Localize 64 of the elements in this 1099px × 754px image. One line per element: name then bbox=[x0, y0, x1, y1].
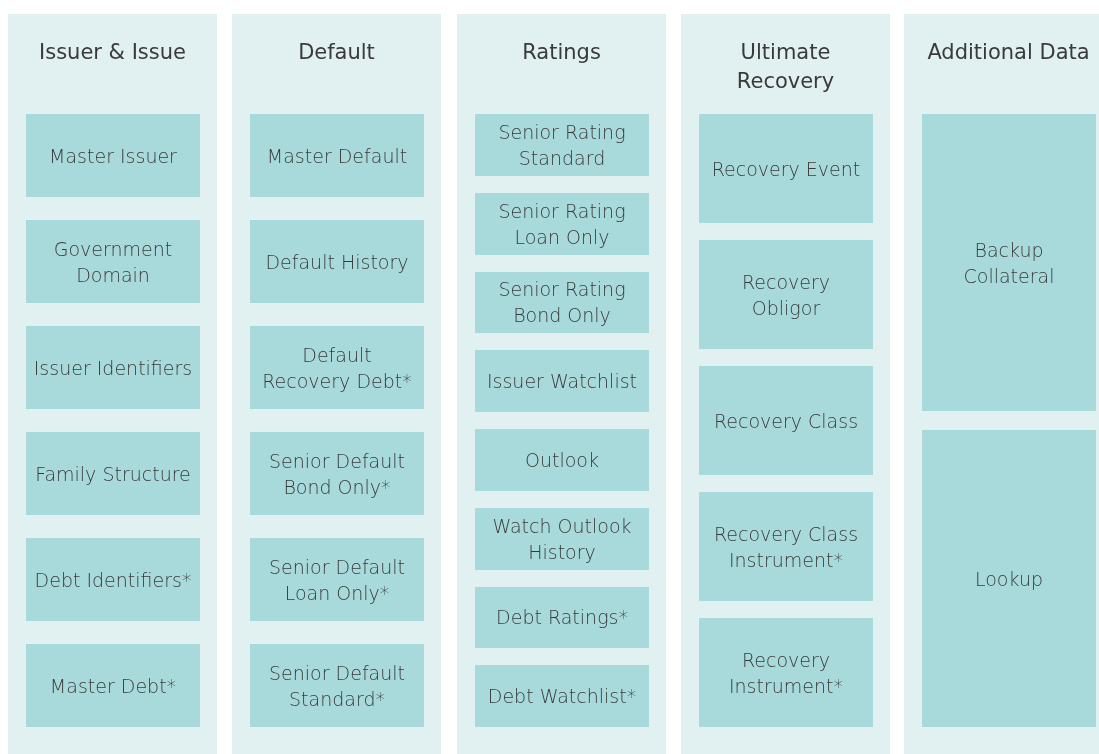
box-label: Master Debt* bbox=[48, 673, 178, 699]
box-label: Debt Identifiers* bbox=[33, 567, 193, 593]
box-label: Watch Outlook History bbox=[491, 513, 633, 565]
box-label: Senior Rating Loan Only bbox=[497, 198, 627, 250]
table-box bbox=[250, 114, 424, 197]
box-label: Government Domain bbox=[52, 236, 174, 288]
table-box bbox=[699, 114, 873, 223]
box-label: Issuer Watchlist bbox=[485, 369, 638, 395]
table-box bbox=[699, 492, 873, 601]
table-box bbox=[475, 665, 649, 727]
box-label: Debt Ratings* bbox=[495, 605, 629, 631]
table-box bbox=[475, 271, 649, 334]
table-box bbox=[699, 366, 873, 475]
table-box bbox=[26, 114, 200, 197]
table-box bbox=[26, 432, 200, 515]
box-label: Family Structure bbox=[34, 461, 192, 487]
table-box bbox=[250, 432, 424, 515]
column-panel bbox=[8, 14, 217, 754]
column-title: Issuer & Issue bbox=[38, 39, 187, 66]
column-title: Ultimate Recovery bbox=[735, 39, 836, 95]
table-box bbox=[475, 114, 649, 176]
table-box bbox=[26, 538, 200, 621]
box-label: Debt Watchlist* bbox=[486, 684, 638, 710]
box-label: Lookup bbox=[974, 566, 1044, 592]
box-label: Senior Rating Standard bbox=[497, 119, 627, 171]
table-box bbox=[699, 618, 873, 727]
table-box bbox=[475, 350, 649, 412]
box-label: Senior Rating Bond Only bbox=[497, 277, 627, 329]
box-label: Master Issuer bbox=[48, 143, 178, 169]
box-label: Senior Default Loan Only* bbox=[268, 554, 406, 606]
table-box bbox=[475, 429, 649, 491]
box-label: Senior Default Bond Only* bbox=[268, 448, 406, 500]
table-box bbox=[475, 192, 649, 255]
table-box bbox=[475, 586, 649, 649]
box-label: Recovery Event bbox=[710, 156, 862, 182]
column-title: Additional Data bbox=[926, 39, 1091, 66]
table-box bbox=[475, 507, 649, 570]
box-label: Recovery Class Instrument* bbox=[712, 521, 860, 573]
box-label: Default Recovery Debt* bbox=[261, 342, 413, 394]
box-label: Recovery Obligor bbox=[740, 269, 832, 321]
column-panel bbox=[904, 14, 1099, 754]
column-panel bbox=[232, 14, 441, 754]
box-label: Recovery Class bbox=[712, 408, 860, 434]
column-title: Default bbox=[297, 39, 376, 66]
table-box bbox=[250, 220, 424, 303]
table-box bbox=[26, 220, 200, 303]
table-box bbox=[250, 644, 424, 727]
column-title: Ratings bbox=[521, 39, 602, 66]
table-box bbox=[26, 326, 200, 409]
box-label: Backup Collateral bbox=[962, 237, 1056, 289]
table-box bbox=[922, 114, 1096, 411]
table-box bbox=[250, 538, 424, 621]
table-box bbox=[699, 240, 873, 349]
box-label: Default History bbox=[264, 249, 410, 275]
box-label: Recovery Instrument* bbox=[727, 647, 844, 699]
table-box bbox=[250, 326, 424, 409]
box-label: Master Default bbox=[265, 143, 409, 169]
table-box bbox=[922, 430, 1096, 727]
box-label: Senior Default Standard* bbox=[268, 660, 406, 712]
column-panel bbox=[681, 14, 890, 754]
table-box bbox=[26, 644, 200, 727]
box-label: Outlook bbox=[524, 447, 600, 473]
column-panel bbox=[457, 14, 666, 754]
box-label: Issuer Identifiers bbox=[32, 355, 194, 381]
